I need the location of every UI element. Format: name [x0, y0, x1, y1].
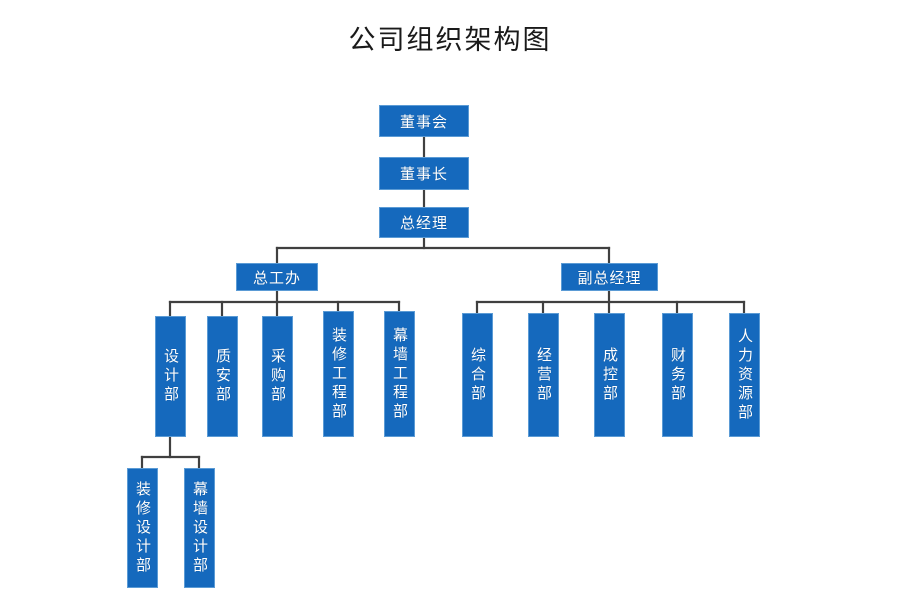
node-general-manager[interactable]: 总经理: [379, 207, 469, 238]
node-label: 人力资源部: [736, 327, 754, 423]
node-label: 副总经理: [577, 268, 642, 287]
node-label: 董事长: [399, 165, 448, 183]
node-chairman[interactable]: 董事长: [379, 157, 469, 190]
node-label: 董事会: [399, 112, 448, 131]
node-deputy-general-manager[interactable]: 副总经理: [561, 263, 658, 291]
node-label: 设计部: [162, 348, 180, 405]
node-label: 装修工程部: [330, 326, 348, 422]
node-chief-engineer-office[interactable]: 总工办: [236, 263, 318, 291]
node-label: 成控部: [601, 346, 619, 404]
page-title: 公司组织架构图: [348, 25, 552, 56]
node-human-resources-department[interactable]: 人力资源部: [729, 313, 760, 437]
node-label: 幕墙设计部: [191, 480, 209, 576]
node-label: 综合部: [469, 346, 487, 404]
node-label: 质安部: [214, 348, 232, 405]
node-cost-control-department[interactable]: 成控部: [594, 313, 625, 437]
node-finance-department[interactable]: 财务部: [662, 313, 693, 437]
node-label: 装修设计部: [134, 480, 152, 576]
node-curtain-wall-design-department[interactable]: 幕墙设计部: [184, 468, 215, 588]
node-general-affairs-department[interactable]: 综合部: [462, 313, 493, 437]
node-board-of-directors[interactable]: 董事会: [379, 105, 469, 137]
node-label: 经营部: [535, 346, 553, 404]
node-label: 采购部: [269, 348, 287, 405]
node-label: 财务部: [669, 346, 687, 404]
node-label: 总工办: [252, 268, 301, 287]
node-quality-safety-department[interactable]: 质安部: [207, 316, 238, 437]
node-label: 幕墙工程部: [391, 326, 409, 422]
node-curtain-wall-engineering-department[interactable]: 幕墙工程部: [384, 311, 415, 437]
node-purchasing-department[interactable]: 采购部: [262, 316, 293, 437]
node-decoration-design-department[interactable]: 装修设计部: [127, 468, 158, 588]
node-label: 总经理: [399, 214, 448, 232]
node-design-department[interactable]: 设计部: [155, 316, 186, 437]
node-business-department[interactable]: 经营部: [528, 313, 559, 437]
node-decoration-engineering-department[interactable]: 装修工程部: [323, 311, 354, 437]
